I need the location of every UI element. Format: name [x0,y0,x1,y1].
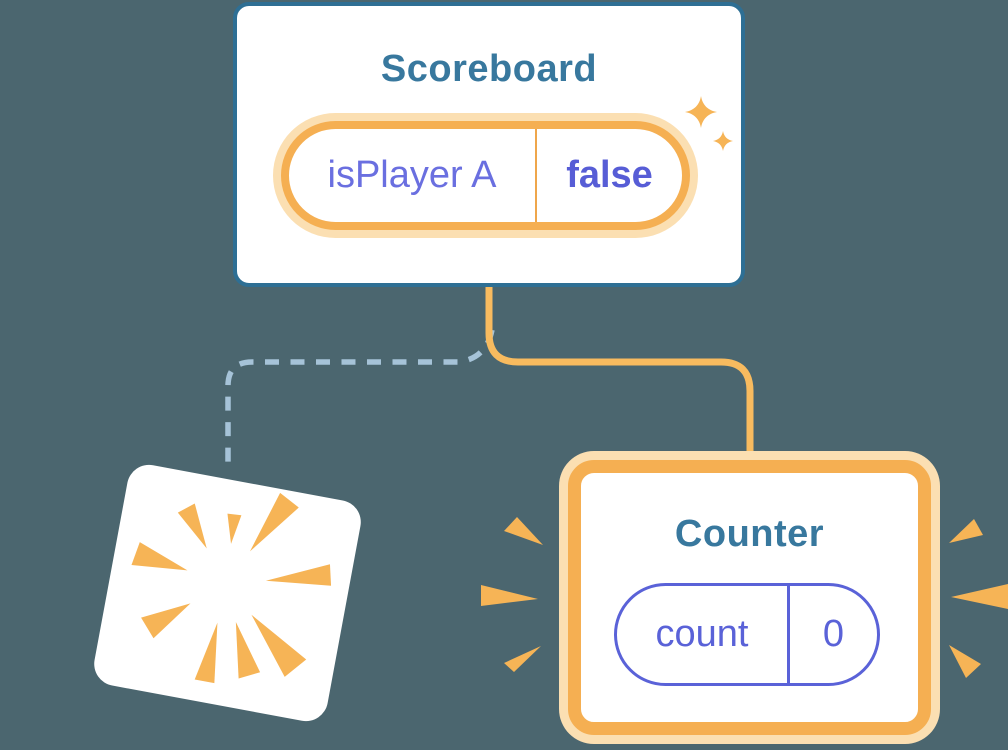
counter-title: Counter [674,513,825,555]
counter-card: Counter count 0 [568,460,931,735]
scoreboard-title: Scoreboard [380,48,598,90]
destroyed-card [90,461,365,725]
counter-state-pill: count 0 [614,583,880,686]
dashed-connector-scoreboard-to-destroyed-card [225,329,495,468]
counter-state-key: count [617,586,790,683]
counter-state-value: 0 [822,613,845,655]
sparkles-icon [685,96,733,151]
scoreboard-state-key: isPlayer A [289,129,537,222]
poof-burst-icon [131,492,332,684]
scoreboard-state-value: false [566,154,653,196]
scoreboard-state-pill: isPlayer A false [281,121,690,230]
scoreboard-card: Scoreboard isPlayer A false [233,2,745,287]
solid-connector-scoreboard-to-counter [485,284,754,452]
